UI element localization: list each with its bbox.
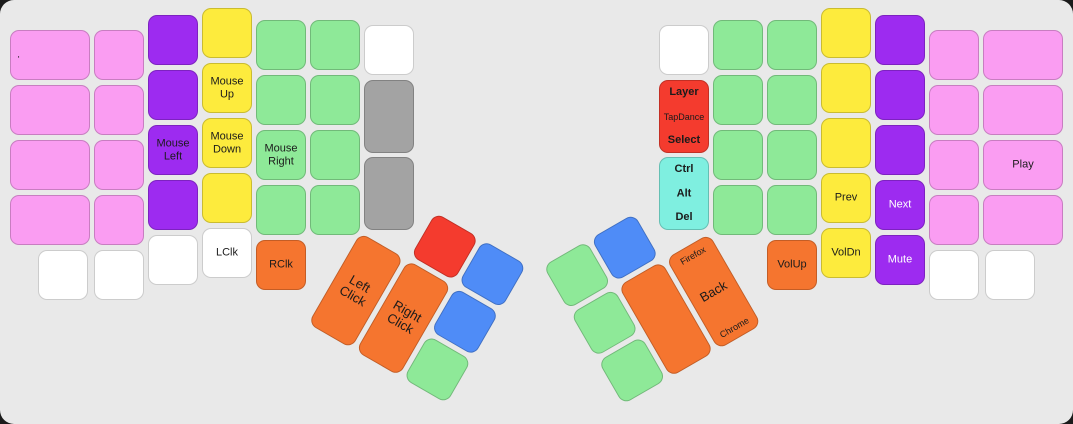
key-label: Play [1012, 158, 1034, 171]
key-next-track[interactable]: Next [875, 180, 925, 230]
key-l-inner-r1[interactable] [364, 25, 414, 75]
key-lclk[interactable]: LClk [202, 228, 252, 278]
key-r-outer-r2[interactable] [983, 85, 1063, 135]
key-l-outer-r3[interactable] [10, 140, 90, 190]
key-l-col4-r1[interactable] [202, 8, 252, 58]
key-r-col6-r3[interactable] [713, 130, 763, 180]
key-label: . [17, 48, 21, 61]
key-l-col6-r3[interactable] [310, 130, 360, 180]
key-r-col4-r2[interactable] [821, 63, 871, 113]
key-mouse-left[interactable]: Mouse Left [148, 125, 198, 175]
key-r-col5-r2[interactable] [767, 75, 817, 125]
key-r-col3-r2[interactable] [875, 70, 925, 120]
key-label: VolUp [777, 258, 807, 271]
key-vol-up[interactable]: VolUp [767, 240, 817, 290]
key-r-col5-r1[interactable] [767, 20, 817, 70]
key-r-inner-r1[interactable] [659, 25, 709, 75]
key-l-inner-tall2[interactable] [364, 157, 414, 230]
key-r-outer-r4[interactable] [983, 195, 1063, 245]
key-l-col6-r4[interactable] [310, 185, 360, 235]
key-mouse-up[interactable]: Mouse Up [202, 63, 252, 113]
key-label: Layer [669, 86, 699, 98]
key-r-col5-r4[interactable] [767, 185, 817, 235]
key-label: Select [667, 134, 701, 147]
key-label: Del [675, 211, 693, 224]
key-r-col2-r1[interactable] [929, 30, 979, 80]
key-l-col5-r2[interactable] [256, 75, 306, 125]
key-label: Left Click [336, 271, 374, 310]
key-l-col2-bottom[interactable] [94, 250, 144, 300]
key-l-outer-r2[interactable] [10, 85, 90, 135]
key-r-col2-r4[interactable] [929, 195, 979, 245]
key-label: LClk [215, 246, 238, 259]
key-play[interactable]: Play [983, 140, 1063, 190]
key-l-outer-bottom[interactable] [38, 250, 88, 300]
key-label: Mouse Up [210, 75, 244, 100]
key-label: Mouse Left [156, 137, 190, 162]
key-l-col4-r4[interactable] [202, 173, 252, 223]
key-r-col2-r2[interactable] [929, 85, 979, 135]
key-label: Right Click [384, 296, 425, 338]
key-label: TapDance [663, 111, 705, 122]
key-label: Alt [676, 187, 692, 200]
key-label: Next [888, 198, 912, 211]
key-l-col3-r4[interactable] [148, 180, 198, 230]
key-r-col2-r3[interactable] [929, 140, 979, 190]
key-r-col3-r1[interactable] [875, 15, 925, 65]
key-label: Mouse Right [264, 142, 298, 167]
key-label: Firefox [678, 244, 708, 267]
key-l-inner-tall1[interactable] [364, 80, 414, 153]
key-r-col6-r4[interactable] [713, 185, 763, 235]
key-r-col2-bottom[interactable] [929, 250, 979, 300]
key-label: Ctrl [674, 163, 694, 175]
key-label: VolDn [831, 246, 861, 259]
key-r-outer-bottom[interactable] [985, 250, 1035, 300]
key-r-col6-r1[interactable] [713, 20, 763, 70]
key-label: Mouse Down [210, 130, 244, 155]
key-l-col2-r1[interactable] [94, 30, 144, 80]
key-l-col5-r4[interactable] [256, 185, 306, 235]
key-l-col3-bottom[interactable] [148, 235, 198, 285]
key-mute[interactable]: Mute [875, 235, 925, 285]
key-vol-down[interactable]: VolDn [821, 228, 871, 278]
key-l-col3-r1[interactable] [148, 15, 198, 65]
key-r-col3-r3[interactable] [875, 125, 925, 175]
key-l-col2-r4[interactable] [94, 195, 144, 245]
key-label: Mute [887, 253, 913, 266]
key-label: Prev [834, 191, 858, 204]
key-l-col2-r2[interactable] [94, 85, 144, 135]
key-l-outer-r4[interactable] [10, 195, 90, 245]
key-l-col3-r2[interactable] [148, 70, 198, 120]
key-r-col6-r2[interactable] [713, 75, 763, 125]
key-label: Back [696, 277, 730, 305]
key-l-outer-r1[interactable]: . [10, 30, 90, 80]
key-rclk[interactable]: RClk [256, 240, 306, 290]
key-r-col4-r3[interactable] [821, 118, 871, 168]
key-prev-track[interactable]: Prev [821, 173, 871, 223]
key-l-col2-r3[interactable] [94, 140, 144, 190]
key-label: RClk [269, 258, 293, 271]
key-mouse-right[interactable]: Mouse Right [256, 130, 306, 180]
key-r-col5-r3[interactable] [767, 130, 817, 180]
key-l-col5-r1[interactable] [256, 20, 306, 70]
key-mouse-down[interactable]: Mouse Down [202, 118, 252, 168]
key-l-col6-r2[interactable] [310, 75, 360, 125]
key-r-outer-r1[interactable] [983, 30, 1063, 80]
key-r-col4-r1[interactable] [821, 8, 871, 58]
key-l-col6-r1[interactable] [310, 20, 360, 70]
key-label: Chrome [717, 314, 751, 340]
